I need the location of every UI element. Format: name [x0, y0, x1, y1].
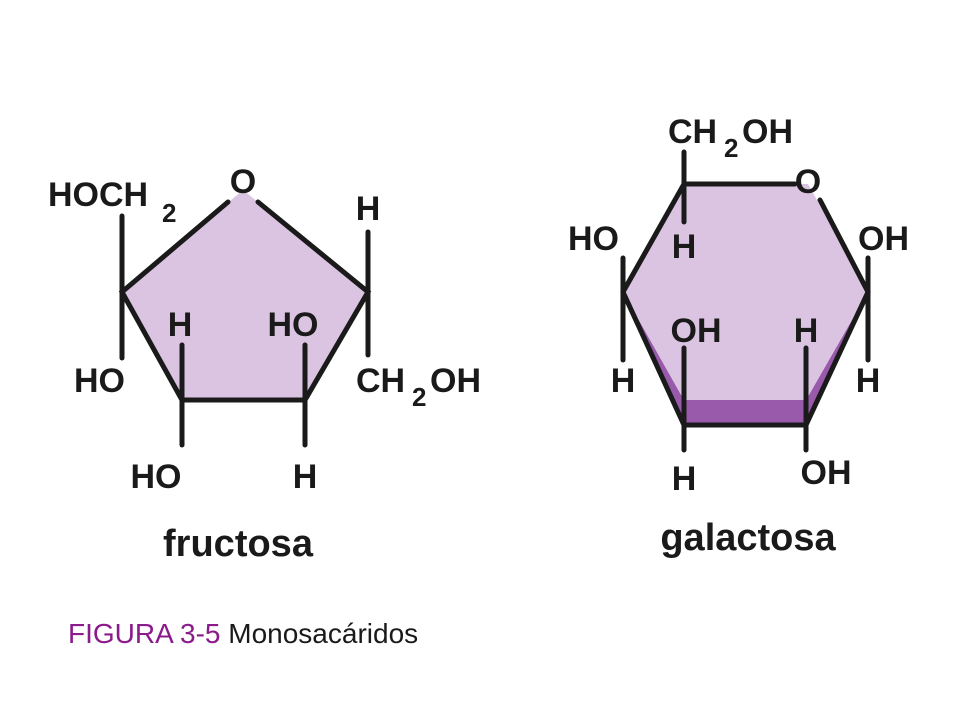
galactose-ch2oh-top-oh: OH: [742, 113, 793, 151]
fructose-ring-fill: [122, 190, 368, 400]
galactose-ho-left: HO: [568, 220, 619, 258]
fructose-h-inner-left: H: [168, 306, 193, 344]
figure-caption-label: FIGURA 3-5: [68, 618, 221, 649]
figure-caption-text: Monosacáridos: [228, 618, 419, 649]
fructose-name-label: fructosa: [163, 523, 314, 565]
fructose-ch2oh-right-oh: OH: [430, 362, 481, 400]
galactose-ring-oxygen: O: [795, 163, 821, 201]
galactose-name-label: galactosa: [660, 517, 836, 559]
fructose-ho-bottom-left: HO: [131, 458, 182, 496]
galactose-h-left: H: [611, 362, 636, 400]
galactose-h-top-inner: H: [672, 228, 697, 266]
galactose-oh-right: OH: [858, 220, 909, 258]
fructose-structure: O HOCH 2 H HO H HO CH 2 OH HO H fructosa: [48, 163, 481, 565]
fructose-h-top-right: H: [356, 190, 381, 228]
galactose-h-right: H: [856, 362, 881, 400]
fructose-h-bottom-right: H: [293, 458, 318, 496]
galactose-h-bottom-left: H: [672, 460, 697, 498]
figure-caption: FIGURA 3-5 Monosacáridos: [68, 618, 418, 650]
fructose-ho-left: HO: [74, 362, 125, 400]
galactose-ch2oh-top-subscript: 2: [724, 133, 738, 163]
fructose-ch2oh-right-subscript: 2: [412, 382, 426, 412]
fructose-hoch2-subscript: 2: [162, 198, 176, 228]
fructose-ring-oxygen: O: [230, 163, 256, 201]
fructose-hoch2-label: HOCH: [48, 176, 148, 214]
galactose-h-inner-right: H: [794, 312, 819, 350]
fructose-ch2oh-right-ch: CH: [356, 362, 405, 400]
galactose-oh-bottom-right: OH: [801, 454, 852, 492]
galactose-ch2oh-top-ch: CH: [668, 113, 717, 151]
galactose-oh-inner: OH: [671, 312, 722, 350]
fructose-ring-outline: [118, 199, 372, 403]
fructose-ho-inner-right: HO: [268, 306, 319, 344]
galactose-structure: CH 2 OH O HO H OH OH H H H H OH galactos…: [568, 113, 909, 559]
